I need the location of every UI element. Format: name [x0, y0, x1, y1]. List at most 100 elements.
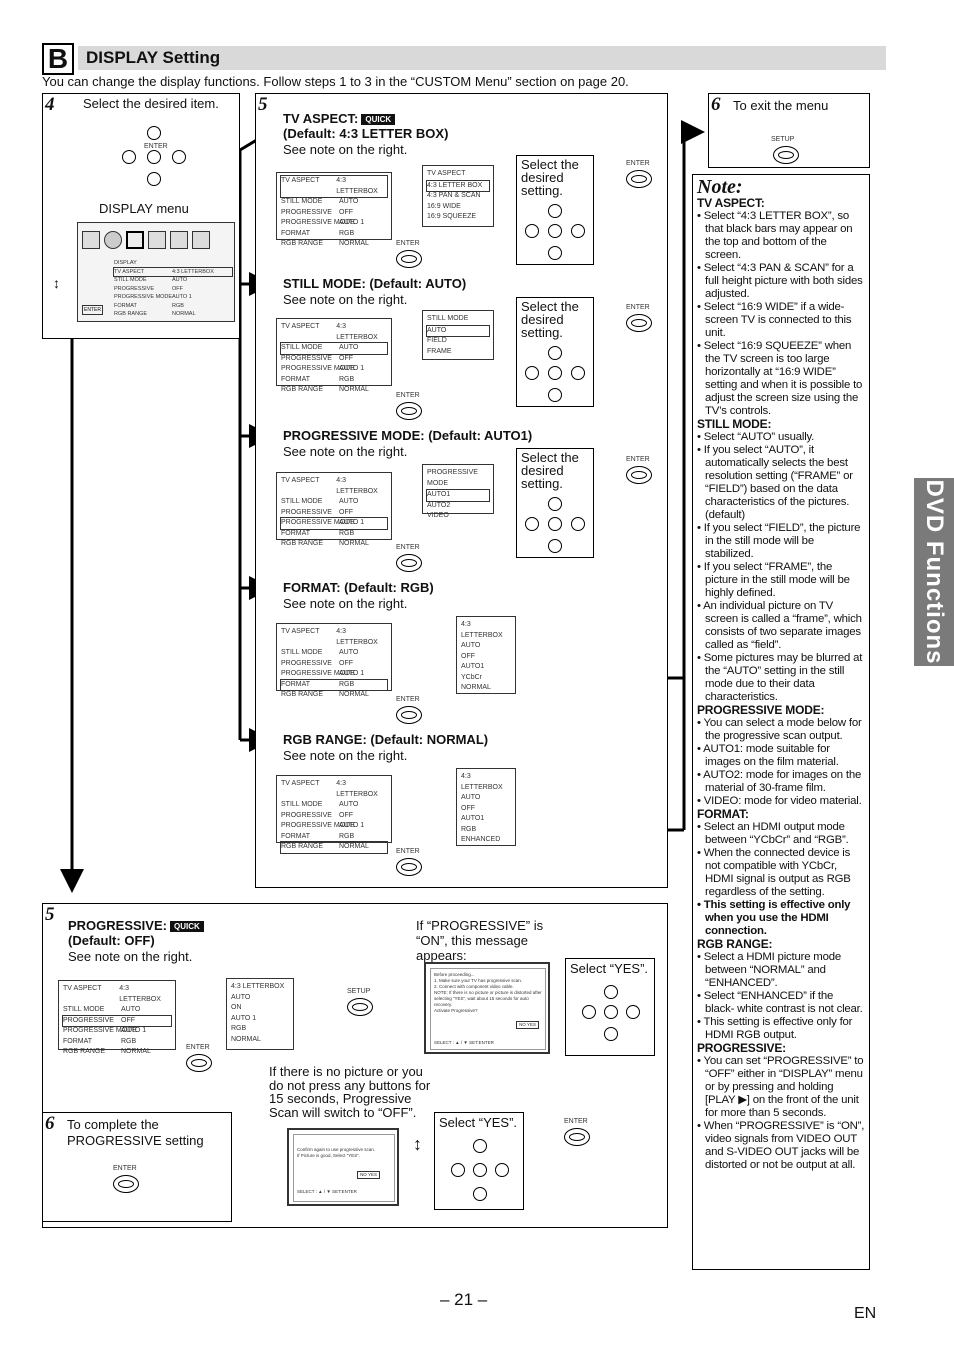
up-button[interactable]	[548, 497, 562, 511]
right-button[interactable]	[571, 224, 585, 238]
right-button[interactable]	[571, 366, 585, 380]
progressive-title: PROGRESSIVE:QUICK	[68, 918, 204, 933]
step6b-text: To complete the PROGRESSIVE setting	[67, 1117, 204, 1148]
tv-aspect-options: TV ASPECT 4:3 LETTER BOX 4:3 PAN & SCAN …	[422, 165, 494, 227]
left-button[interactable]	[525, 366, 539, 380]
display-icon	[126, 231, 144, 249]
enter-button[interactable]	[186, 1054, 212, 1072]
progressive-step-number: 5	[45, 904, 55, 925]
enter-button[interactable]	[113, 1175, 139, 1193]
language-label: EN	[854, 1305, 877, 1322]
enter-button[interactable]	[147, 150, 161, 164]
up-button[interactable]	[147, 126, 161, 140]
enter-button[interactable]	[473, 1163, 487, 1177]
step4-remote: ENTER	[119, 120, 191, 190]
step6b-box: 6 To complete the PROGRESSIVE setting EN…	[42, 1112, 232, 1222]
audio-icon	[148, 231, 166, 249]
down-button[interactable]	[147, 172, 161, 186]
still-mode-options: STILL MODE AUTO FIELD FRAME	[422, 310, 494, 360]
step6-text: To exit the menu	[733, 98, 829, 113]
display-menu-label: DISPLAY menu	[99, 201, 189, 216]
step4-text: Select the desired item.	[83, 96, 219, 111]
intro-text: You can change the display functions. Fo…	[42, 74, 629, 89]
enter-button[interactable]	[564, 1128, 590, 1146]
enter-button[interactable]	[396, 250, 422, 268]
format-note: See note on the right.	[283, 596, 408, 611]
enter-button[interactable]	[548, 366, 562, 380]
enter-button[interactable]	[396, 706, 422, 724]
menu-nav-icon: ENTER	[82, 305, 103, 315]
step6-box: 6 To exit the menu SETUP	[708, 93, 870, 168]
right-button[interactable]	[571, 517, 585, 531]
enter-button[interactable]	[604, 1005, 618, 1019]
up-button[interactable]	[473, 1139, 487, 1153]
setup-button[interactable]	[773, 146, 799, 164]
left-button[interactable]	[582, 1005, 596, 1019]
up-button[interactable]	[548, 346, 562, 360]
tv-aspect-note: See note on the right.	[283, 142, 408, 157]
step4-number: 4	[45, 94, 55, 115]
prog-mode-title: PROGRESSIVE MODE: (Default: AUTO1)	[283, 428, 533, 443]
up-button[interactable]	[548, 204, 562, 218]
enter-button[interactable]	[626, 170, 652, 188]
step4-box: 4 Select the desired item. ENTER DISPLAY…	[42, 93, 240, 339]
menu-icon-row	[82, 231, 232, 251]
step6-number: 6	[711, 94, 721, 115]
progressive-default: (Default: OFF)	[68, 933, 155, 948]
section-bar	[78, 46, 886, 70]
others-icon	[192, 231, 210, 249]
prog-mode-remote: Select the desired setting.	[516, 448, 594, 558]
still-mode-title: STILL MODE: (Default: AUTO)	[283, 276, 467, 291]
step5-number: 5	[258, 94, 268, 115]
left-button[interactable]	[525, 224, 539, 238]
right-button[interactable]	[495, 1163, 509, 1177]
section-title: DISPLAY Setting	[86, 48, 221, 67]
up-button[interactable]	[604, 985, 618, 999]
setup-button[interactable]	[347, 998, 373, 1016]
enter-button[interactable]	[548, 517, 562, 531]
still-mode-note: See note on the right.	[283, 292, 408, 307]
section-letter: B	[42, 43, 74, 75]
tv-aspect-title: TV ASPECT:QUICK	[283, 111, 396, 126]
lock-icon	[170, 231, 188, 249]
language-icon	[104, 231, 122, 249]
page-number: – 21 –	[440, 1290, 488, 1309]
progressive-note: See note on the right.	[68, 949, 193, 964]
down-button[interactable]	[548, 388, 562, 402]
down-button[interactable]	[473, 1187, 487, 1201]
progressive-timeout-note: If there is no picture or you do not pre…	[269, 1064, 431, 1120]
down-button[interactable]	[548, 246, 562, 260]
rgb-range-title: RGB RANGE: (Default: NORMAL)	[283, 732, 489, 747]
updown-arrow-icon: ↕	[53, 275, 60, 291]
enter-button[interactable]	[626, 466, 652, 484]
left-button[interactable]	[451, 1163, 465, 1177]
left-button[interactable]	[122, 150, 136, 164]
note-box: Note: TV ASPECT: Select “4:3 LETTER BOX”…	[692, 174, 870, 1270]
enter-button[interactable]	[548, 224, 562, 238]
progressive-message-intro: If “PROGRESSIVE” is “ON”, this message a…	[416, 918, 544, 963]
enter-button[interactable]	[396, 858, 422, 876]
right-button[interactable]	[172, 150, 186, 164]
tv-aspect-remote: Select the desired setting.	[516, 155, 594, 265]
side-tab: DVD Functions	[914, 478, 954, 666]
left-button[interactable]	[525, 517, 539, 531]
progressive-confirm-screen: Confirm again to use progressive scan. I…	[287, 1128, 399, 1206]
format-title: FORMAT: (Default: RGB)	[283, 580, 434, 595]
select-yes-remote-1: Select “YES”.	[565, 958, 655, 1056]
enter-button[interactable]	[626, 314, 652, 332]
enter-button[interactable]	[396, 402, 422, 420]
down-button[interactable]	[604, 1027, 618, 1041]
right-button[interactable]	[626, 1005, 640, 1019]
down-button[interactable]	[548, 539, 562, 553]
quick-badge: QUICK	[361, 114, 396, 126]
enter-button[interactable]	[396, 554, 422, 572]
